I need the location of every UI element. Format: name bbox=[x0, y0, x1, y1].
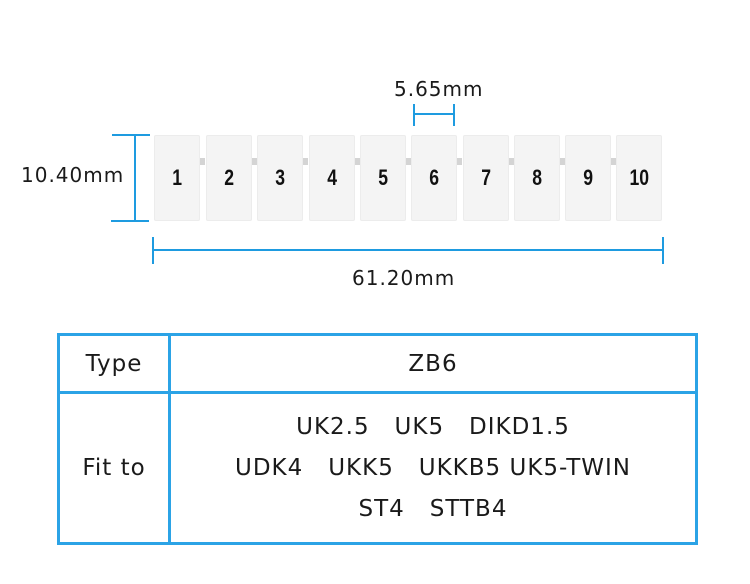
fit-to-line: UDK4 UKK5 UKKB5 UK5-TWIN bbox=[235, 454, 631, 481]
spec-table: Type ZB6 Fit to UK2.5 UK5 DIKD1.5 UDK4 U… bbox=[57, 333, 698, 545]
pitch-bracket-line bbox=[414, 113, 454, 115]
marker-tile: 4 bbox=[309, 135, 355, 221]
marker-tile: 3 bbox=[257, 135, 303, 221]
tile-connector bbox=[509, 158, 514, 165]
fit-to-line: ST4 STTB4 bbox=[358, 495, 508, 522]
tile-number: 4 bbox=[327, 165, 337, 190]
tile-number: 8 bbox=[532, 165, 542, 190]
tile-number: 5 bbox=[378, 165, 388, 190]
marker-tile: 8 bbox=[514, 135, 560, 221]
marker-tile: 2 bbox=[206, 135, 252, 221]
tile-connector bbox=[200, 158, 205, 165]
tile-connector bbox=[611, 158, 616, 165]
marker-tile: 9 bbox=[565, 135, 611, 221]
height-bracket-bottom-tick bbox=[111, 220, 149, 222]
tile-number: 3 bbox=[275, 165, 285, 190]
tile-number: 6 bbox=[429, 165, 439, 190]
tile-number: 9 bbox=[583, 165, 593, 190]
pitch-bracket-left-tick bbox=[413, 104, 415, 126]
length-bracket-line bbox=[153, 249, 664, 251]
table-row-fit-to: Fit to UK2.5 UK5 DIKD1.5 UDK4 UKK5 UKKB5… bbox=[57, 391, 698, 545]
length-dimension-label: 61.20mm bbox=[352, 266, 456, 290]
tile-number: 1 bbox=[172, 165, 182, 190]
length-bracket-left-tick bbox=[152, 237, 154, 264]
table-row-type: Type ZB6 bbox=[57, 333, 698, 394]
height-bracket-line bbox=[134, 135, 136, 222]
height-dimension-label: 10.40mm bbox=[21, 163, 125, 187]
pitch-dimension-label: 5.65mm bbox=[394, 77, 484, 101]
tile-connector bbox=[303, 158, 308, 165]
marker-tile: 1 bbox=[154, 135, 200, 221]
fit-to-value: UK2.5 UK5 DIKD1.5 UDK4 UKK5 UKKB5 UK5-TW… bbox=[168, 391, 698, 545]
length-bracket-right-tick bbox=[662, 237, 664, 264]
tile-connector bbox=[252, 158, 257, 165]
fit-to-line: UK2.5 UK5 DIKD1.5 bbox=[296, 413, 570, 440]
marker-tile: 5 bbox=[360, 135, 406, 221]
marker-tile: 7 bbox=[463, 135, 509, 221]
fit-to-header: Fit to bbox=[57, 391, 171, 545]
marker-tile: 6 bbox=[411, 135, 457, 221]
pitch-bracket-right-tick bbox=[453, 104, 455, 126]
tile-number: 10 bbox=[629, 165, 649, 190]
tile-connector bbox=[355, 158, 360, 165]
tile-connector bbox=[406, 158, 411, 165]
height-bracket-top-tick bbox=[112, 134, 150, 136]
marker-tile: 10 bbox=[616, 135, 662, 221]
tile-connector bbox=[457, 158, 462, 165]
tile-connector bbox=[560, 158, 565, 165]
tile-number: 2 bbox=[224, 165, 234, 190]
type-value: ZB6 bbox=[168, 333, 698, 394]
type-header: Type bbox=[57, 333, 171, 394]
tile-number: 7 bbox=[481, 165, 491, 190]
